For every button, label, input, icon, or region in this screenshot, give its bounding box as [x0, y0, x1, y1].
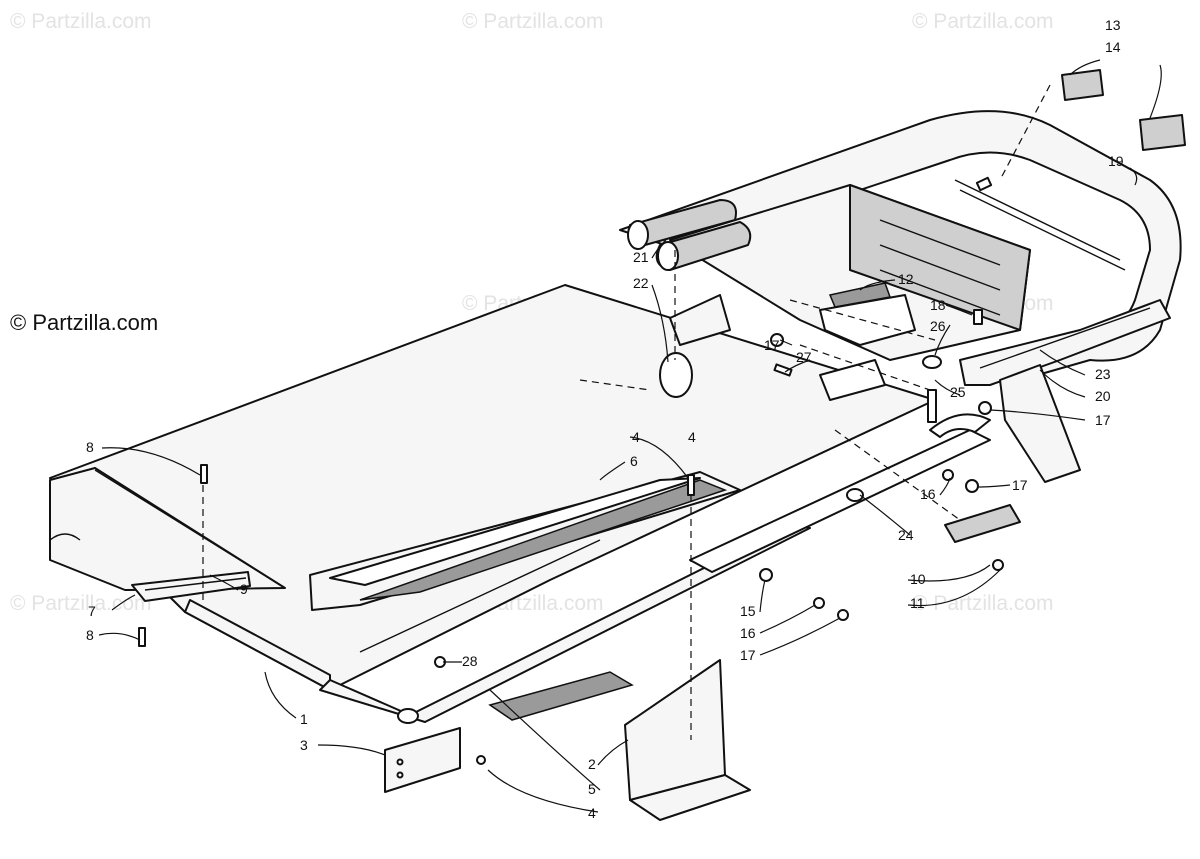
- watermark-bottom-left: © Partzilla.com: [10, 592, 152, 615]
- part-2-hitch-bracket: [624, 659, 751, 821]
- callout-4-top: 4: [632, 429, 640, 445]
- callout-6: 6: [630, 453, 638, 469]
- callout-24: 24: [898, 527, 914, 543]
- part-12-mount-plate: [669, 184, 1031, 361]
- callout-19: 19: [1108, 153, 1124, 169]
- part-23-grab-plate: [959, 299, 1171, 386]
- callout-4-bottom: 4: [588, 805, 596, 821]
- callout-16-upper: 16: [920, 486, 936, 502]
- callout-3: 3: [300, 737, 308, 753]
- callout-11: 11: [910, 595, 925, 611]
- callout-23: 23: [1095, 366, 1111, 382]
- part-5-pad: [488, 671, 634, 721]
- callout-1: 1: [300, 711, 308, 727]
- part-20-side-plate: [999, 364, 1081, 483]
- callout-13: 13: [1105, 17, 1121, 33]
- watermark-top-right: © Partzilla.com: [912, 10, 1054, 33]
- callout-17-lower: 17: [740, 647, 756, 663]
- part-7-bracket: [131, 571, 251, 602]
- callout-22: 22: [633, 275, 649, 291]
- fasteners: [138, 176, 1004, 765]
- callout-26: 26: [930, 318, 946, 334]
- callout-8-bottom: 8: [86, 627, 94, 643]
- copyright-label: © Partzilla.com: [10, 310, 158, 335]
- part-22-tab: [659, 294, 731, 398]
- leader-lines: [98, 59, 1162, 813]
- callout-16-lower: 16: [740, 625, 756, 641]
- callout-5: 5: [588, 781, 596, 797]
- callout-15: 15: [740, 603, 756, 619]
- callout-25: 25: [950, 384, 966, 400]
- part-10-reflector: [944, 504, 1021, 543]
- callout-27: 27: [796, 349, 812, 365]
- callout-17-left: 17: [764, 337, 780, 353]
- callout-7: 7: [88, 603, 96, 619]
- callout-17-far-right: 17: [1095, 412, 1111, 428]
- part-6-decal: [309, 471, 741, 611]
- callout-17-right: 17: [1012, 477, 1028, 493]
- callouts: 1 2 3 4 4 28 5 6 7 8 8 9 10 11 12 13 14 …: [86, 17, 1124, 821]
- part-3-plate: [384, 727, 461, 793]
- callout-8-top: 8: [86, 439, 94, 455]
- callout-28-hint: 28: [462, 653, 478, 669]
- callout-18: 18: [930, 297, 946, 313]
- part-13-14-decals: [1061, 69, 1186, 151]
- callout-14: 14: [1105, 39, 1121, 55]
- part-24-axle-bar: [689, 413, 991, 573]
- part-21-grips: [627, 199, 752, 271]
- watermark-top-left: © Partzilla.com: [10, 10, 152, 33]
- assembly-lines: [202, 84, 1051, 740]
- watermark-top-center: © Partzilla.com: [462, 10, 604, 33]
- callout-20: 20: [1095, 388, 1111, 404]
- callout-12: 12: [898, 271, 914, 287]
- callout-2: 2: [588, 756, 596, 772]
- watermark-bottom-right: © Partzilla.com: [912, 592, 1054, 615]
- callout-10: 10: [910, 571, 926, 587]
- callout-21: 21: [633, 249, 649, 265]
- callout-4-middle: 4: [688, 429, 696, 445]
- callout-9: 9: [240, 581, 248, 597]
